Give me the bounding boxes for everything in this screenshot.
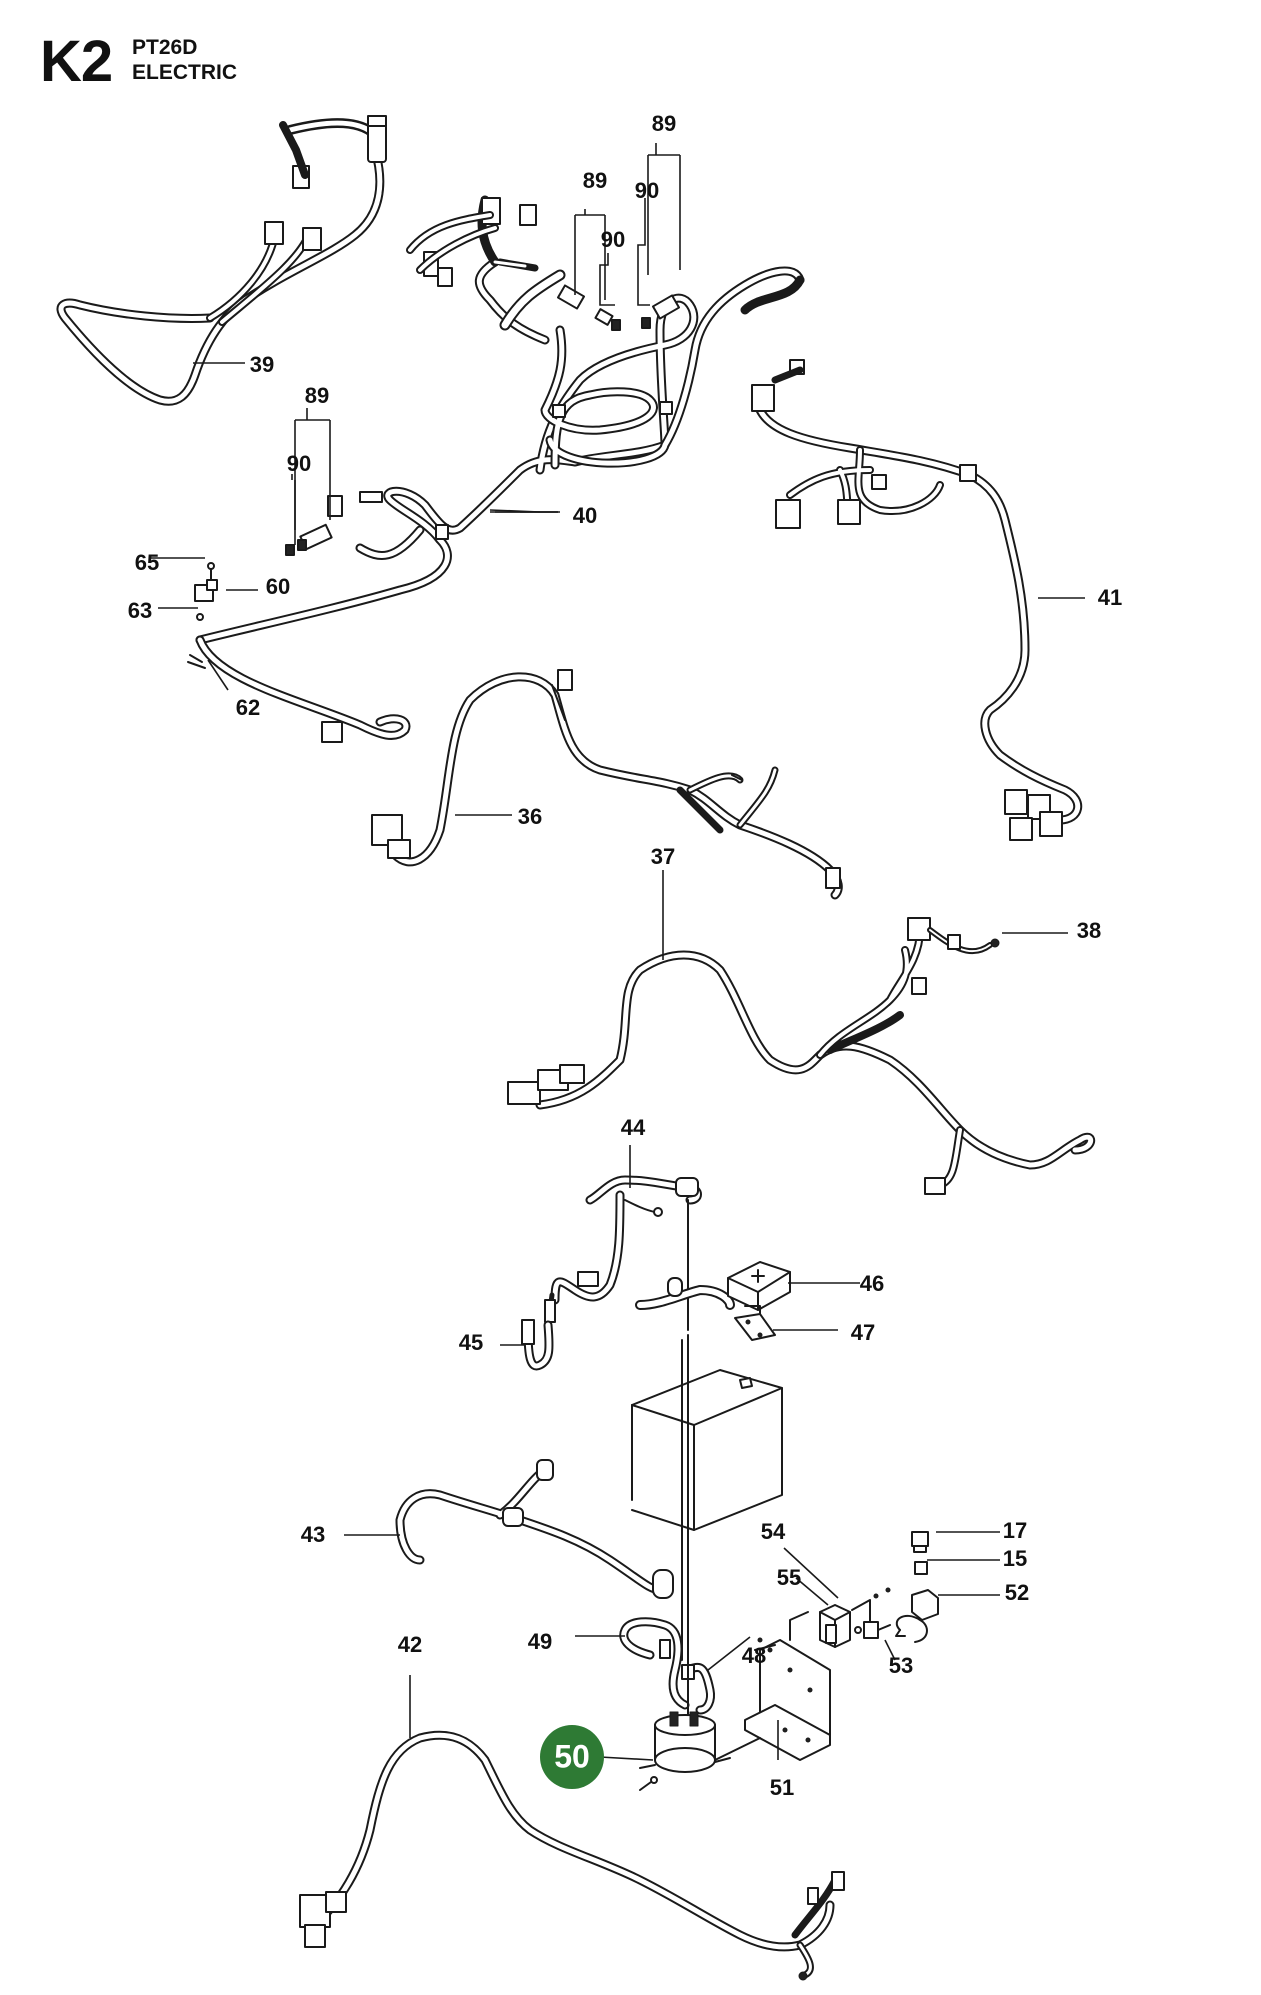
callout-89-top-right[interactable]: 89 [651,111,677,136]
model-name: PT26D [132,36,198,59]
callout-37[interactable]: 37 [650,844,676,869]
connector-sleeves[interactable] [285,284,681,556]
fuse-holder-46[interactable] [635,1261,791,1315]
harness-37[interactable] [507,917,1096,1195]
harness-40[interactable] [187,195,805,743]
section-code: K2 [40,29,113,94]
bracket-51[interactable] [714,1611,831,1761]
plate-47[interactable] [734,1313,776,1341]
harness-36[interactable] [371,669,843,900]
solenoid-50[interactable] [639,1711,731,1791]
callout-40[interactable]: 40 [572,503,598,528]
callout-44[interactable]: 44 [620,1115,646,1140]
cable-45[interactable] [521,1319,554,1371]
highlighted-part-badge[interactable] [540,1725,604,1789]
cable-49[interactable] [619,1617,690,1710]
cable-48[interactable] [681,1663,715,1715]
callout-38[interactable]: 38 [1076,918,1102,943]
callout-63[interactable]: 63 [127,598,153,623]
fuse-15[interactable] [914,1561,928,1575]
callout-90-left[interactable]: 90 [286,451,312,476]
clip-60[interactable] [194,562,218,621]
battery [631,1369,783,1531]
callout-42[interactable]: 42 [397,1632,423,1657]
callout-46[interactable]: 46 [859,1271,885,1296]
callout-90-top-left[interactable]: 90 [600,227,626,252]
harness-39[interactable] [56,115,387,406]
section-name: ELECTRIC [132,61,237,84]
callout-65[interactable]: 65 [134,550,160,575]
callout-53[interactable]: 53 [888,1653,914,1678]
callout-41[interactable]: 41 [1097,585,1123,610]
part-55[interactable] [825,1624,837,1644]
callout-49[interactable]: 49 [527,1629,553,1654]
callout-60[interactable]: 60 [265,574,291,599]
highlighted-part-number[interactable]: 50 [554,1738,590,1775]
callout-51[interactable]: 51 [769,1775,795,1800]
callout-89-top-left[interactable]: 89 [582,168,608,193]
harness-41[interactable] [751,359,1082,841]
callout-89-left[interactable]: 89 [304,383,330,408]
part-53[interactable] [854,1621,891,1639]
relay-52[interactable] [895,1589,939,1643]
harness-42[interactable] [299,1730,845,1981]
callout-43[interactable]: 43 [300,1522,326,1547]
fuse-17[interactable] [911,1531,929,1553]
callout-15[interactable]: 15 [1002,1546,1028,1571]
leader-lines [150,143,1085,1761]
callout-54[interactable]: 54 [760,1519,786,1544]
callout-62[interactable]: 62 [235,695,261,720]
callout-17[interactable]: 17 [1002,1518,1028,1543]
callout-47[interactable]: 47 [850,1320,876,1345]
cable-44[interactable] [544,1175,702,1331]
callout-39[interactable]: 39 [249,352,275,377]
callout-90-top-right[interactable]: 90 [634,178,660,203]
harness-43[interactable] [395,1459,674,1599]
callout-52[interactable]: 52 [1004,1580,1030,1605]
callout-55[interactable]: 55 [776,1565,802,1590]
callout-36[interactable]: 36 [517,804,543,829]
callout-45[interactable]: 45 [458,1330,484,1355]
callout-48[interactable]: 48 [741,1643,767,1668]
